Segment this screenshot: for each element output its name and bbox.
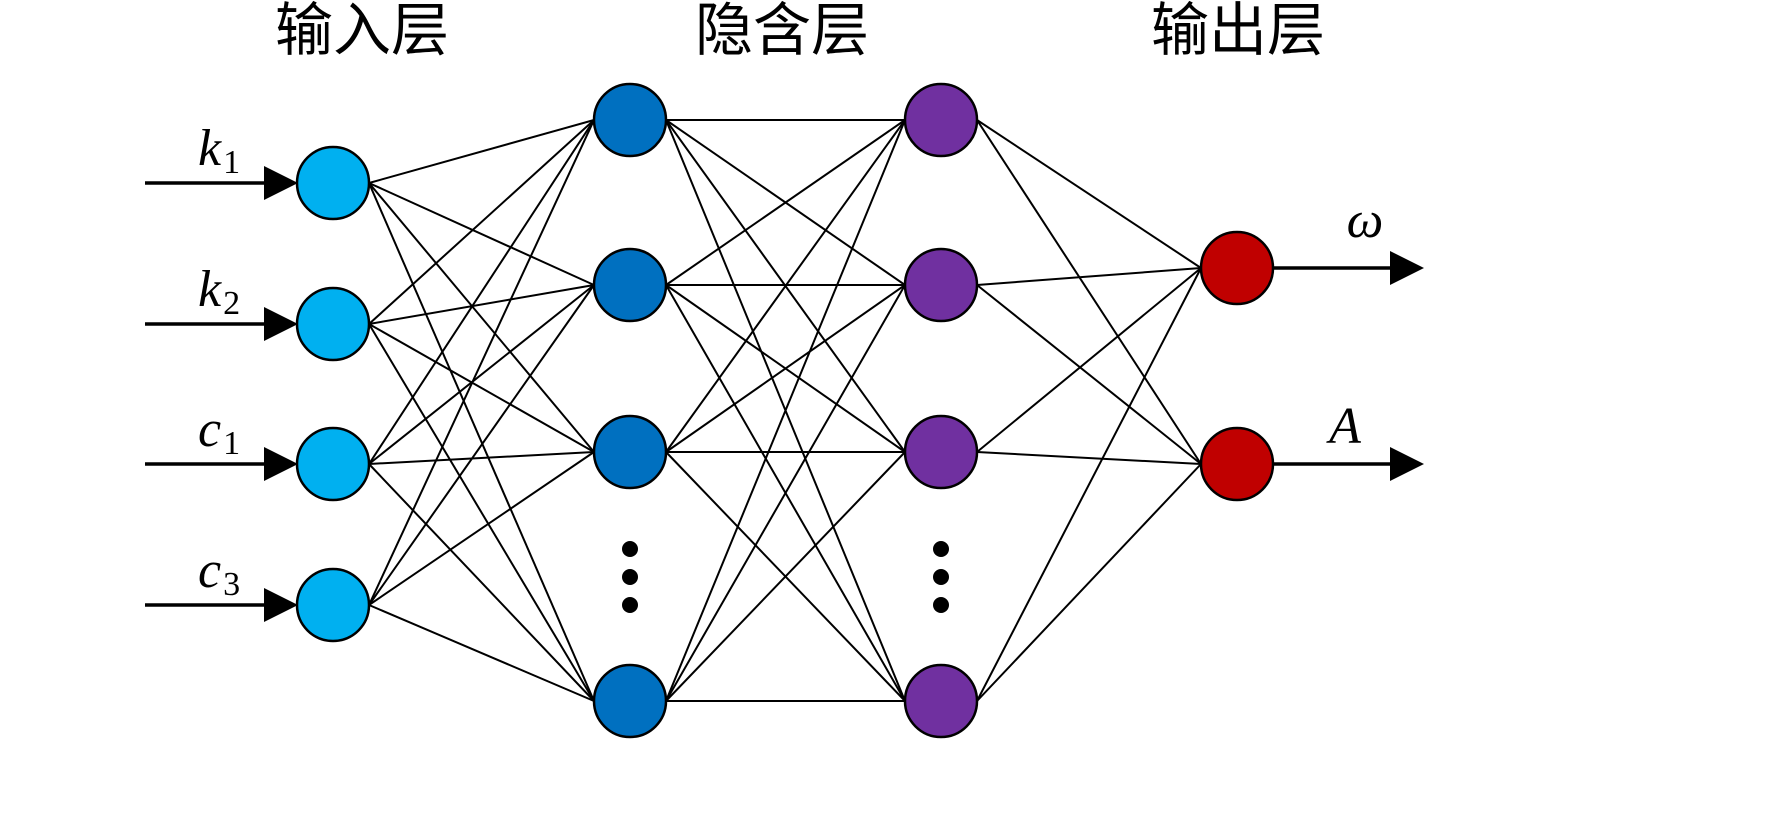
arrow-head-icon	[264, 307, 298, 341]
input-hidden1-edge-0-1	[368, 182, 595, 286]
hidden2-node-4	[903, 663, 979, 739]
input-node-1	[295, 145, 371, 221]
hidden1-hidden2-edge-3-1	[665, 284, 906, 702]
input-hidden1-edge-2-0	[368, 119, 595, 465]
ellipsis-dot-icon	[622, 541, 638, 557]
ellipsis-indicators	[622, 541, 949, 613]
input-hidden1-edge-1-1	[368, 284, 595, 325]
input-hidden1-edge-3-1	[368, 284, 595, 606]
hidden1-hidden2-edge-2-0	[665, 119, 906, 453]
hidden1-hidden2-edge-3-0	[665, 119, 906, 702]
hidden1-hidden2-edge-3-2	[665, 451, 906, 702]
hidden1-node-1	[592, 82, 668, 158]
hidden-layer-title: 隐含层	[695, 0, 869, 64]
hidden1-hidden2-edge-2-1	[665, 284, 906, 453]
input-hidden1-edge-3-2	[368, 451, 595, 606]
input-hidden1-edge-1-3	[368, 323, 595, 702]
input-hidden1-edge-2-1	[368, 284, 595, 465]
input-label-subscript: 1	[223, 144, 240, 181]
input-layer-title: 输入层	[275, 0, 449, 64]
arrow-head-icon	[264, 588, 298, 622]
hidden1-node-4	[592, 663, 668, 739]
ellipsis-dot-icon	[933, 597, 949, 613]
input-hidden1-edge-3-3	[368, 604, 595, 702]
ellipsis-dot-icon	[933, 541, 949, 557]
input-label-1: k1	[198, 120, 240, 181]
input-label-base: k	[198, 261, 222, 318]
input-hidden1-edge-1-0	[368, 119, 595, 325]
hidden2-output-edge-1-0	[976, 267, 1202, 286]
input-hidden1-edge-2-2	[368, 451, 595, 465]
output-layer-title: 输出层	[1151, 0, 1325, 64]
ellipsis-dot-icon	[622, 597, 638, 613]
hidden2-output-edge-0-1	[976, 119, 1202, 465]
ellipsis-dot-icon	[622, 569, 638, 585]
hidden1-node-2	[592, 247, 668, 323]
arrow-head-icon	[264, 166, 298, 200]
hidden1-node-3	[592, 414, 668, 490]
hidden2-output-edge-0-0	[976, 119, 1202, 269]
input-label-base: c	[198, 401, 221, 458]
nodes	[295, 82, 1275, 739]
input-hidden1-edge-0-3	[368, 182, 595, 702]
input-label-base: c	[198, 542, 221, 599]
input-hidden1-edge-0-0	[368, 119, 595, 184]
hidden2-node-2	[903, 247, 979, 323]
hidden1-hidden2-edge-1-0	[665, 119, 906, 286]
hidden2-node-1	[903, 82, 979, 158]
hidden2-output-edge-3-0	[976, 267, 1202, 702]
arrow-head-icon	[1390, 251, 1424, 285]
hidden2-output-edge-2-1	[976, 451, 1202, 465]
input-node-3	[295, 426, 371, 502]
input-label-3: c1	[198, 401, 240, 462]
hidden2-node-3	[903, 414, 979, 490]
input-hidden1-edge-1-2	[368, 323, 595, 453]
input-hidden1-edge-0-2	[368, 182, 595, 453]
output-node-1	[1199, 230, 1275, 306]
hidden2-output-edge-2-0	[976, 267, 1202, 453]
input-label-subscript: 1	[223, 425, 240, 462]
connections	[368, 119, 1202, 702]
input-label-base: k	[198, 120, 222, 177]
input-node-2	[295, 286, 371, 362]
input-label-subscript: 2	[223, 285, 240, 322]
arrow-head-icon	[1390, 447, 1424, 481]
output-label-2: A	[1326, 398, 1361, 455]
output-node-2	[1199, 426, 1275, 502]
input-node-4	[295, 567, 371, 643]
input-hidden1-edge-2-3	[368, 463, 595, 702]
ellipsis-dot-icon	[933, 569, 949, 585]
output-arrows: ωA	[1273, 192, 1424, 481]
output-label-1: ω	[1347, 192, 1384, 249]
arrow-head-icon	[264, 447, 298, 481]
input-label-subscript: 3	[223, 566, 240, 603]
hidden2-output-edge-1-1	[976, 284, 1202, 465]
input-hidden1-edge-3-0	[368, 119, 595, 606]
input-label-2: k2	[198, 261, 240, 322]
hidden2-output-edge-3-1	[976, 463, 1202, 702]
input-label-4: c3	[198, 542, 240, 603]
